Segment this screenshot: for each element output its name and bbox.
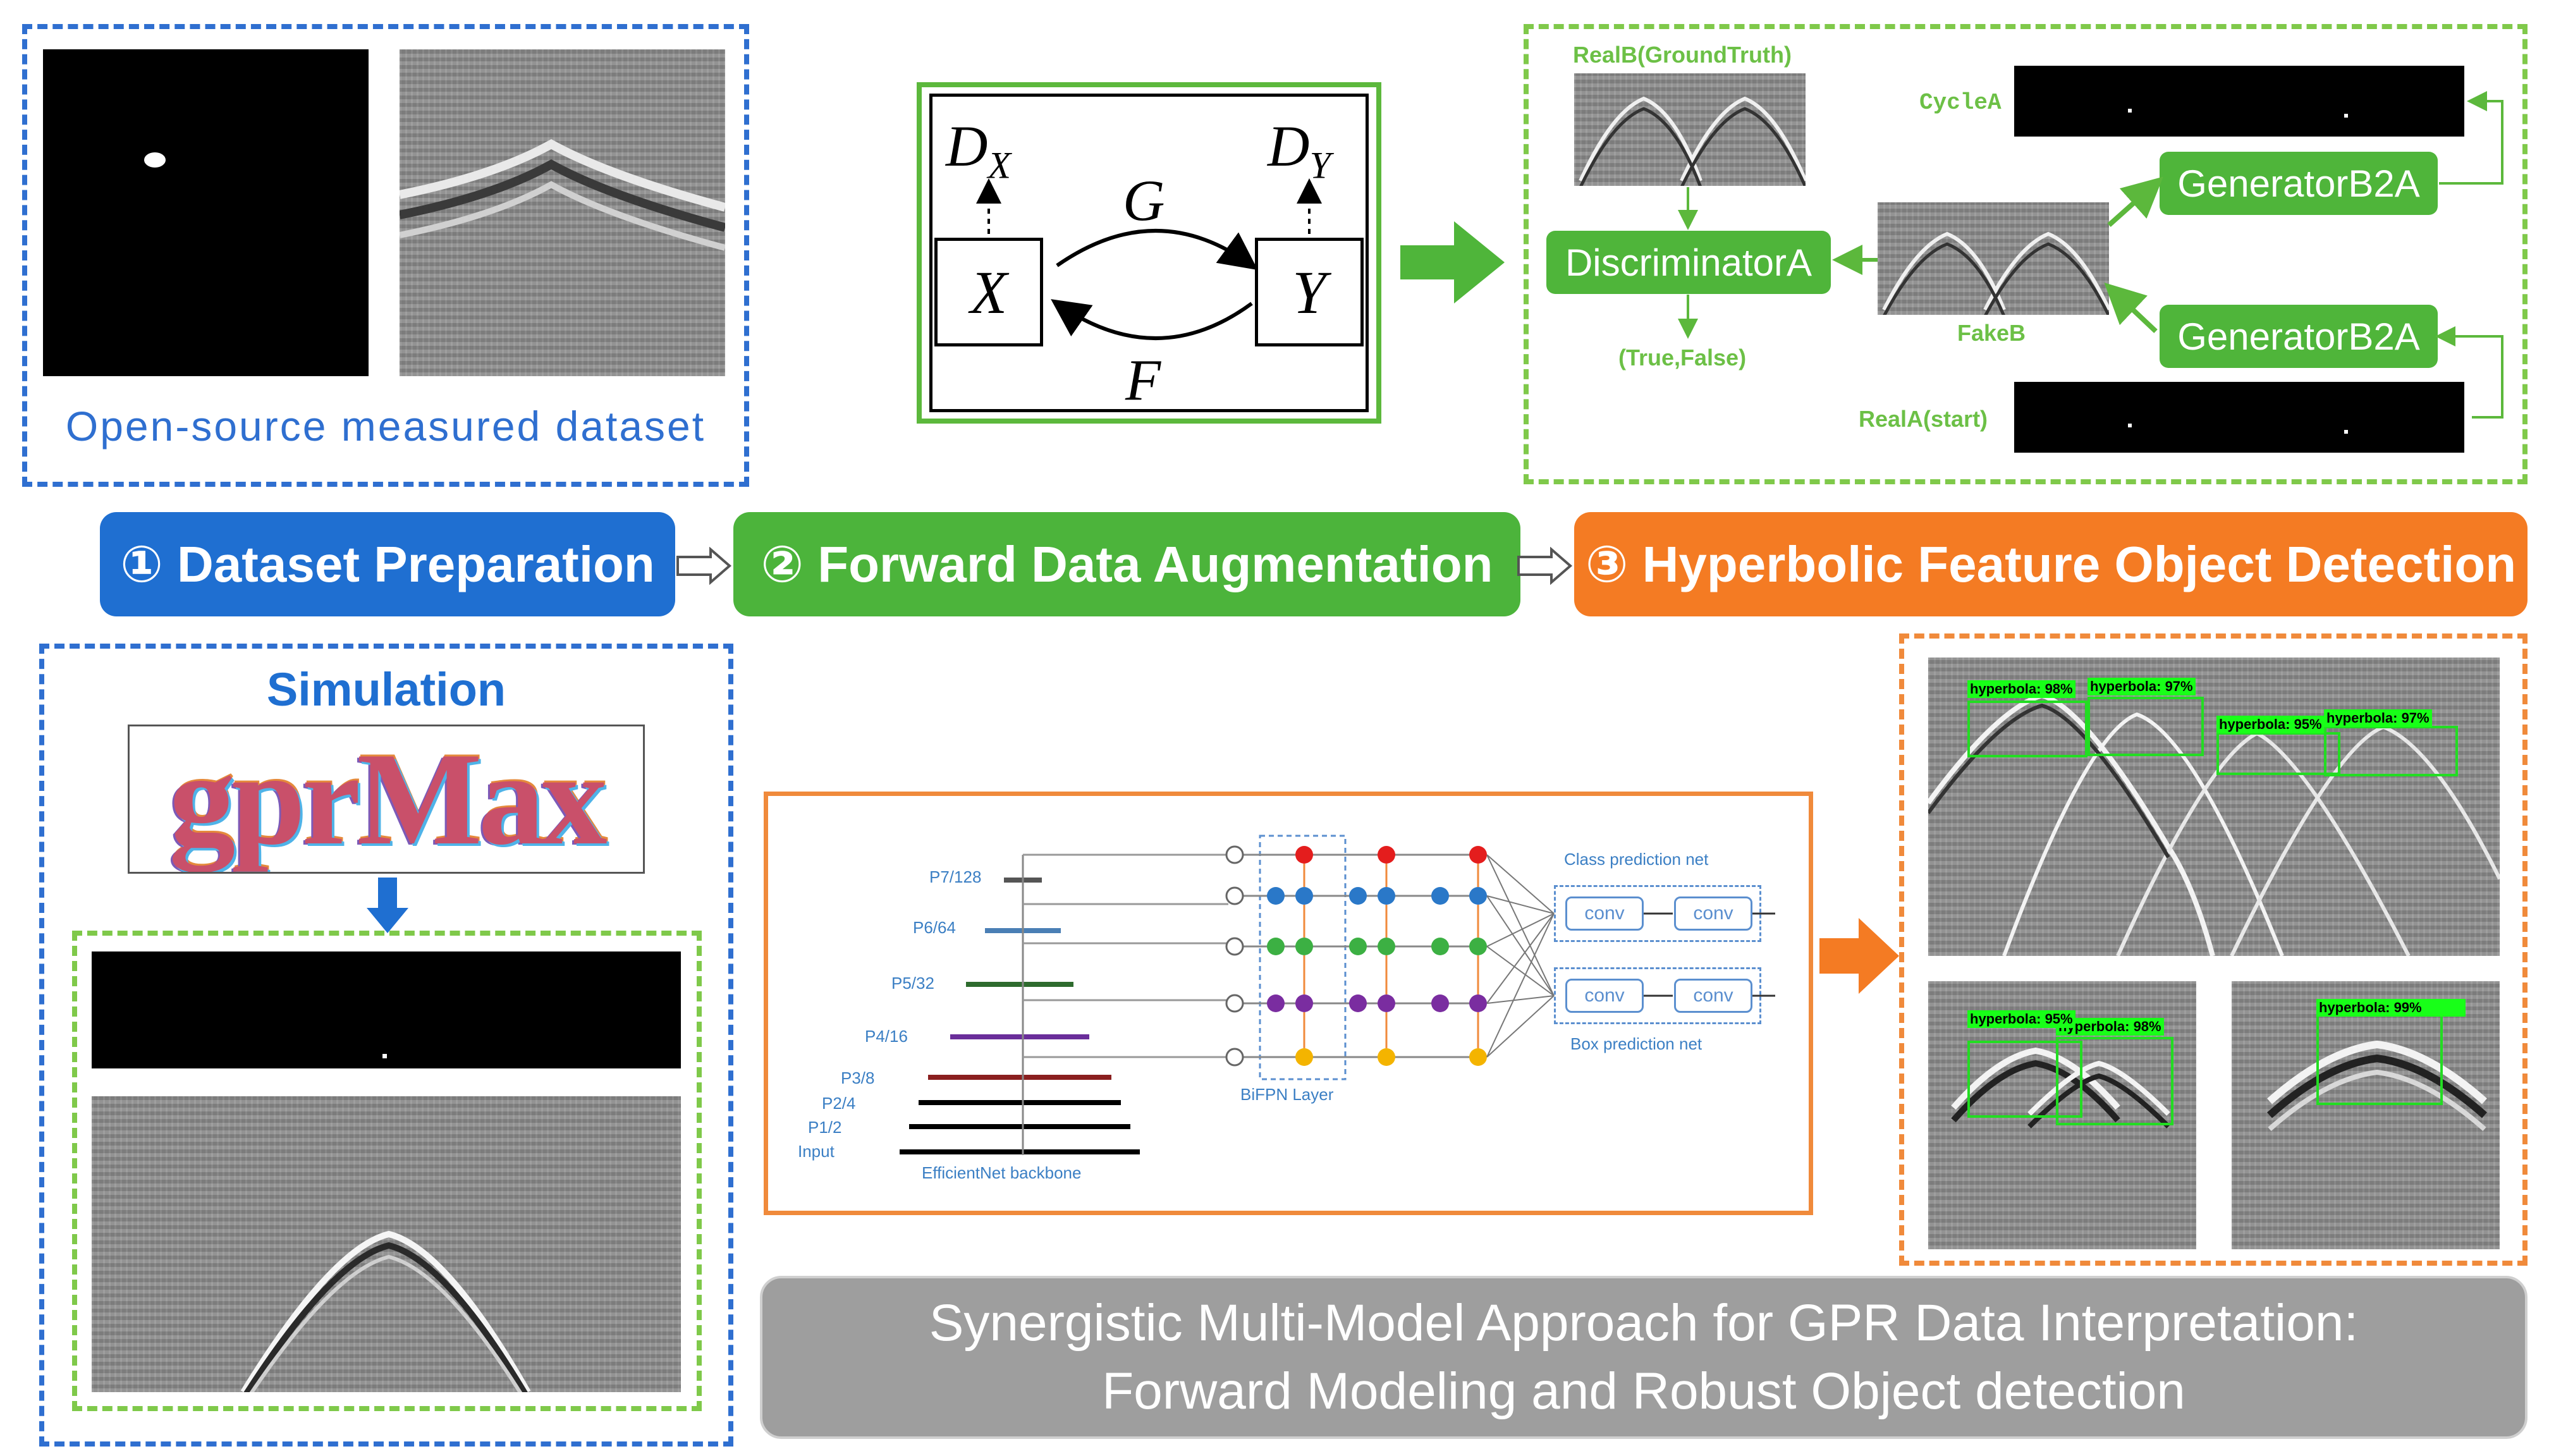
- detection-box: [2216, 732, 2340, 775]
- efficientdet-panel: [764, 792, 1813, 1215]
- target-dot: [144, 152, 166, 168]
- cyclegan-panel: [917, 82, 1381, 424]
- detection-box: [2316, 1010, 2443, 1105]
- detection-label: hyperbola: 95%: [2216, 716, 2325, 733]
- bifpn-label: BiFPN Layer: [1240, 1085, 1334, 1104]
- detection-image-bottom-right: [2232, 981, 2500, 1249]
- detection-box: [1967, 700, 2087, 757]
- detection-label: hyperbola: 97%: [2087, 678, 2196, 695]
- gprmax-logo: gprMax: [128, 725, 645, 874]
- arrow-to-gan-flow: [1400, 221, 1505, 303]
- simulation-panel: [39, 644, 733, 1447]
- simulation-down-arrow: [367, 878, 408, 933]
- simulation-title: Simulation: [266, 663, 506, 716]
- detection-box: [2056, 1037, 2173, 1125]
- box-conv-2: conv: [1674, 979, 1752, 1013]
- level-p7: P7/128: [929, 867, 982, 886]
- arrow-to-detections: [1819, 918, 1899, 994]
- summary-line-2: Forward Modeling and Robust Object detec…: [1102, 1362, 2185, 1420]
- detection-box: [1967, 1041, 2082, 1118]
- level-p3: P3/8: [841, 1068, 875, 1087]
- backbone-label: EfficientNet backbone: [922, 1163, 1082, 1182]
- level-input: Input: [798, 1142, 834, 1161]
- generator-b2a-bottom: GeneratorB2A: [2160, 305, 2438, 368]
- node-x: X: [934, 238, 1043, 346]
- dataset-caption: Open-source measured dataset: [65, 403, 706, 450]
- detection-label: hyperbola: 97%: [2324, 709, 2432, 727]
- dataset-hyperbola: [400, 138, 725, 251]
- truefalse-label: (True,False): [1618, 345, 1747, 370]
- class-conv-1: conv: [1565, 896, 1644, 931]
- class-net-label: Class prediction net: [1564, 850, 1709, 869]
- detection-box: [2324, 726, 2458, 776]
- node-y: Y: [1255, 238, 1364, 346]
- level-p6: P6/64: [913, 918, 956, 937]
- discriminator-y-label: DY: [1268, 114, 1331, 187]
- dataset-mask-image: [43, 49, 369, 376]
- cyclegan-inner: [929, 94, 1369, 412]
- class-conv-2: conv: [1674, 896, 1752, 931]
- level-p5: P5/32: [891, 974, 934, 993]
- summary-banner: Synergistic Multi-Model Approach for GPR…: [760, 1276, 2528, 1439]
- gan-flow-connectors: [1678, 91, 2503, 419]
- box-net-label: Box prediction net: [1570, 1034, 1702, 1053]
- summary-line-1: Synergistic Multi-Model Approach for GPR…: [929, 1294, 2359, 1352]
- generator-b2a-top: GeneratorB2A: [2160, 152, 2438, 215]
- cyclea-image: [2014, 66, 2464, 137]
- detection-label: hyperbola: 95%: [1967, 1010, 2075, 1028]
- level-p2: P2/4: [822, 1094, 856, 1113]
- realb-image: [1574, 73, 1806, 186]
- dataset-panel: [22, 24, 749, 487]
- mapping-g-label: G: [1123, 168, 1165, 233]
- box-conv-1: conv: [1565, 979, 1644, 1013]
- detection-panel: [1899, 633, 2528, 1266]
- reala-image: [2014, 382, 2464, 453]
- stage-arrow-2: [1517, 547, 1573, 585]
- detection-box: [2087, 697, 2204, 756]
- mapping-f-label: F: [1125, 348, 1161, 412]
- stage-arrow-1: [676, 547, 732, 585]
- detection-label: hyperbola: 98%: [2056, 1018, 2164, 1036]
- cyclegan-arrows: [976, 178, 1322, 340]
- gan-flow-panel: [1524, 24, 2528, 484]
- fakeb-image: [1878, 202, 2109, 315]
- fakeb-label: FakeB: [1957, 320, 2026, 346]
- efficientdet-network: [900, 835, 1775, 1155]
- level-p4: P4/16: [865, 1027, 908, 1046]
- simulation-bscan-image: [92, 1096, 681, 1392]
- detection-label: hyperbola: 98%: [1967, 680, 2075, 698]
- detection-label: hyperbola: 99%: [2316, 999, 2466, 1017]
- simulation-output-panel: [72, 931, 702, 1411]
- dataset-gpr-image: [400, 49, 725, 376]
- detection-image-top: [1928, 658, 2500, 956]
- realb-label: RealB(GroundTruth): [1573, 42, 1792, 68]
- simulation-model-image: [92, 951, 681, 1068]
- reala-label: RealA(start): [1859, 406, 1988, 432]
- cyclea-label: CycleA: [1919, 90, 2002, 116]
- discriminator-a: DiscriminatorA: [1546, 231, 1831, 294]
- level-p1: P1/2: [808, 1118, 842, 1137]
